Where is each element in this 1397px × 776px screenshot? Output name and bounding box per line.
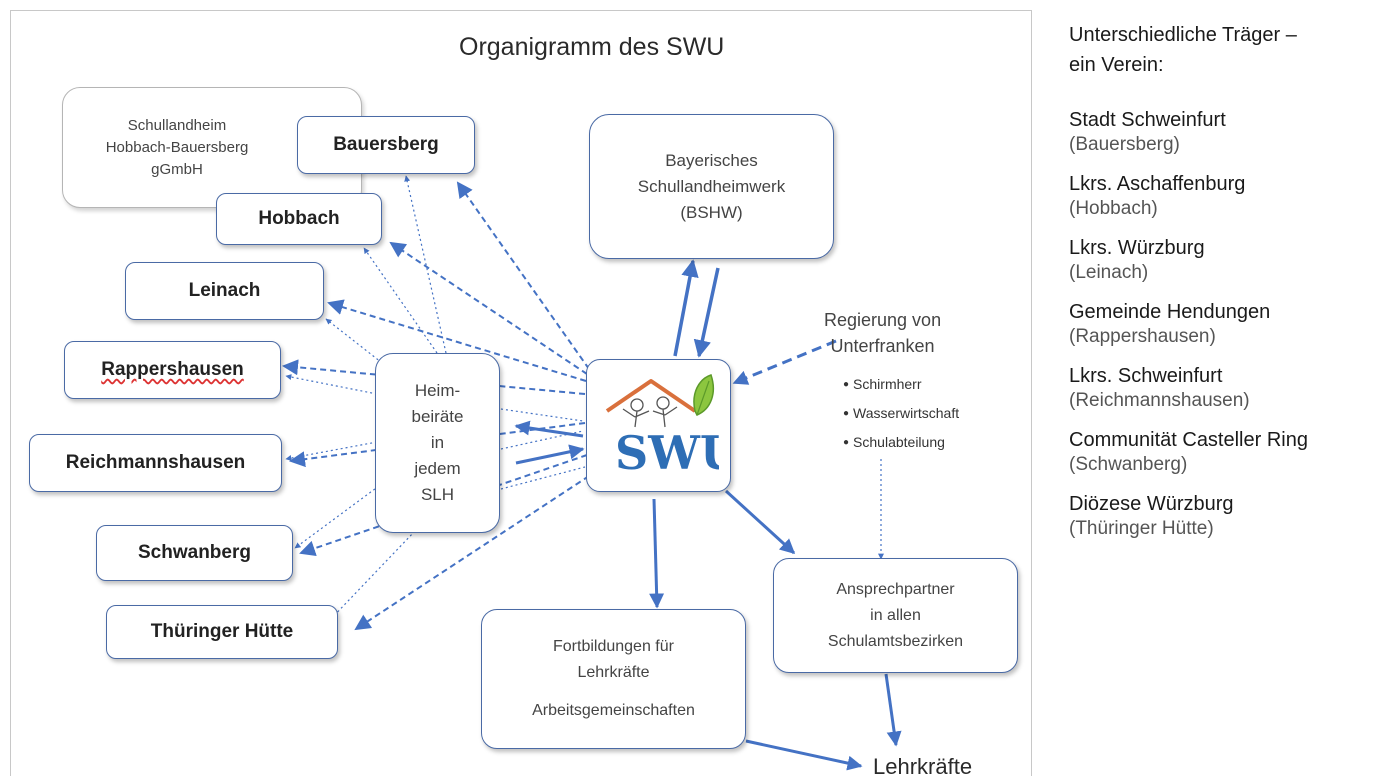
heimbeirat-line: in bbox=[430, 433, 445, 452]
regierung-line: Regierung von bbox=[824, 310, 942, 330]
house-label: Schwanberg bbox=[138, 542, 251, 563]
sidebar-heading: Unterschiedliche Träger – ein Verein: bbox=[1069, 20, 1389, 80]
lehrkraefte-label: Lehrkräfte bbox=[873, 754, 973, 776]
house-label: Leinach bbox=[188, 280, 261, 301]
regierung-item: Wasserwirtschaft bbox=[843, 400, 959, 429]
gmbh-line: gGmbH bbox=[151, 160, 203, 178]
bshw-line: Bayerisches bbox=[665, 150, 758, 170]
house-schwanberg: Schwanberg bbox=[96, 525, 293, 581]
bshw-line: Schullandheimwerk bbox=[637, 176, 786, 196]
arrow-swu-leinach bbox=[327, 299, 587, 382]
traeger-place: (Reichmannshausen) bbox=[1069, 390, 1250, 411]
house-label: Bauersberg bbox=[333, 134, 439, 155]
regierung-item: Schirmherr bbox=[843, 371, 959, 400]
bshw-line: (BSHW) bbox=[680, 202, 743, 222]
house-reichmannshausen: Reichmannshausen bbox=[29, 434, 282, 492]
arbeitsgemeinschaften-label: Arbeitsgemeinschaften bbox=[532, 702, 695, 719]
traeger-name: Lkrs. Schweinfurt bbox=[1069, 365, 1223, 387]
ansprechpartner-box: Ansprechpartner in allen Schulamtsbezirk… bbox=[773, 558, 1018, 673]
traeger-place: (Thüringer Hütte) bbox=[1069, 518, 1214, 539]
traeger-name: Gemeinde Hendungen bbox=[1069, 301, 1271, 323]
arrow-bshw-swu bbox=[693, 267, 720, 358]
swu-logo: SWU bbox=[605, 373, 719, 480]
arrow-swu-bshw bbox=[673, 259, 699, 357]
traeger-name: Lkrs. Würzburg bbox=[1069, 237, 1205, 259]
sidebar-heading-line: Unterschiedliche Träger – bbox=[1069, 24, 1297, 46]
traeger-entry: Gemeinde Hendungen (Rappershausen) bbox=[1069, 300, 1389, 350]
house-label: Reichmannshausen bbox=[65, 452, 246, 473]
traeger-entry: Lkrs. Aschaffenburg (Hobbach) bbox=[1069, 172, 1389, 222]
heimbeirat-line: beiräte bbox=[411, 407, 464, 426]
traeger-place: (Bauersberg) bbox=[1069, 134, 1180, 155]
traeger-place: (Leinach) bbox=[1069, 262, 1149, 283]
fortbildungen-box: Fortbildungen für Lehrkräfte Arbeitsgeme… bbox=[481, 609, 746, 749]
traeger-name: Communität Casteller Ring bbox=[1069, 429, 1308, 451]
arrow-ansprech-lehrkraefte bbox=[884, 673, 902, 747]
house-label: Thüringer Hütte bbox=[150, 621, 294, 642]
heimbeirat-line: jedem bbox=[414, 459, 461, 478]
swu-logo-text: SWU bbox=[615, 426, 719, 480]
house-rappershausen: Rappershausen bbox=[64, 341, 281, 399]
traeger-sidebar: Unterschiedliche Träger – ein Verein: St… bbox=[1069, 20, 1389, 556]
heimbeirat-line: SLH bbox=[420, 485, 455, 504]
house-thueringer-huette: Thüringer Hütte bbox=[106, 605, 338, 659]
ansprech-line: Schulamtsbezirken bbox=[827, 632, 964, 650]
traeger-entry: Lkrs. Schweinfurt (Reichmannshausen) bbox=[1069, 364, 1389, 414]
arrow-swu-ansprech bbox=[724, 489, 796, 555]
arrow-fortbildung-lehrkraefte bbox=[745, 739, 863, 771]
gmbh-line: Hobbach-Bauersberg bbox=[105, 138, 249, 156]
traeger-place: (Schwanberg) bbox=[1069, 454, 1188, 475]
bshw-box: Bayerisches Schullandheimwerk (BSHW) bbox=[589, 114, 834, 259]
regierung-block: Regierung von Unterfranken bbox=[824, 307, 941, 359]
swu-logo-box: SWU bbox=[586, 359, 731, 492]
organigramm-diagram: Organigramm des SWU Schullandheim Hobbac… bbox=[10, 10, 1032, 776]
regierung-list: Schirmherr Wasserwirtschaft Schulabteilu… bbox=[843, 371, 959, 458]
regierung-line: Unterfranken bbox=[830, 336, 935, 356]
arrow-heimbeirat-swu bbox=[515, 444, 585, 465]
traeger-name: Stadt Schweinfurt bbox=[1069, 109, 1226, 131]
arrow-regierung-swu bbox=[732, 339, 837, 385]
traeger-name: Lkrs. Aschaffenburg bbox=[1069, 173, 1246, 195]
gmbh-line: Schullandheim bbox=[127, 116, 227, 134]
ansprech-line: Ansprechpartner bbox=[836, 580, 955, 598]
arrow-swu-thueringer bbox=[354, 475, 590, 631]
traeger-place: (Hobbach) bbox=[1069, 198, 1158, 219]
fortbildung-line: Fortbildungen für bbox=[553, 638, 674, 655]
traeger-entry: Diözese Würzburg (Thüringer Hütte) bbox=[1069, 492, 1389, 542]
house-leinach: Leinach bbox=[125, 262, 324, 320]
traeger-name: Diözese Würzburg bbox=[1069, 493, 1234, 515]
traeger-entry: Lkrs. Würzburg (Leinach) bbox=[1069, 236, 1389, 286]
arrow-swu-heimbeirat bbox=[514, 420, 584, 438]
traeger-entry: Communität Casteller Ring (Schwanberg) bbox=[1069, 428, 1389, 478]
diagram-title: Organigramm des SWU bbox=[459, 33, 725, 61]
house-label: Rappershausen bbox=[101, 359, 244, 380]
connector-arrows bbox=[282, 175, 902, 771]
traeger-entry: Stadt Schweinfurt (Bauersberg) bbox=[1069, 108, 1389, 158]
heimbeirat-box: Heim- beiräte in jedem SLH bbox=[375, 353, 500, 533]
house-hobbach: Hobbach bbox=[216, 193, 382, 245]
ansprech-line: in allen bbox=[870, 606, 921, 624]
house-bauersberg: Bauersberg bbox=[297, 116, 475, 174]
regierung-item: Schulabteilung bbox=[843, 429, 959, 458]
arrow-swu-fortbildung bbox=[649, 498, 665, 609]
heimbeirat-line: Heim- bbox=[414, 381, 461, 400]
house-label: Hobbach bbox=[258, 208, 340, 229]
fortbildung-line: Lehrkräfte bbox=[577, 664, 650, 681]
sidebar-heading-line: ein Verein: bbox=[1069, 54, 1164, 76]
traeger-place: (Rappershausen) bbox=[1069, 326, 1216, 347]
arrow-swu-bauersberg bbox=[456, 181, 590, 370]
